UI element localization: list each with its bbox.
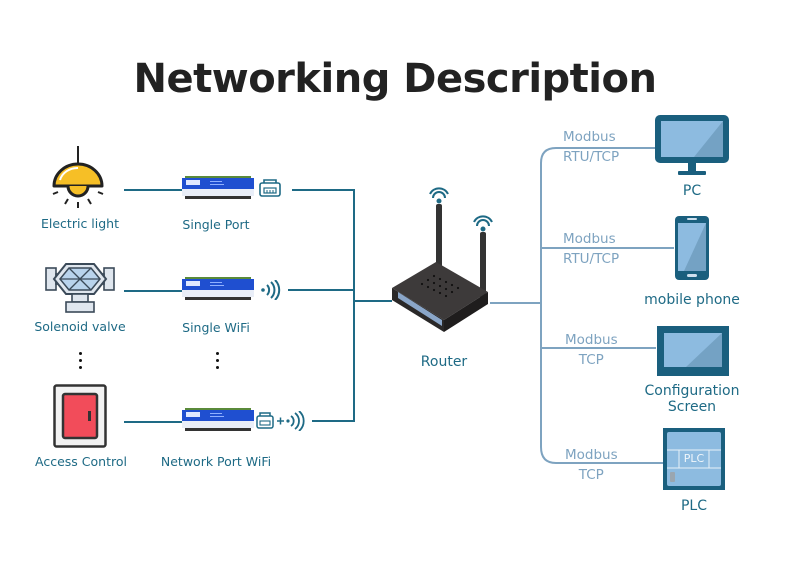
electric-light-label: Electric light — [41, 216, 119, 231]
valve-icon — [45, 263, 115, 313]
plc-label: PLC — [680, 498, 708, 514]
router-device — [388, 180, 500, 340]
plc-protocol-label: Modbus TCP — [565, 447, 618, 483]
ethernet-plus-wifi-icon — [256, 410, 306, 432]
solenoid-valve-device — [44, 262, 116, 316]
configuration-screen-device — [656, 325, 730, 377]
module-single-wifi-label: Single WiFi — [182, 320, 250, 335]
smartphone-icon — [675, 216, 709, 280]
io-module-icon — [182, 176, 254, 199]
router-icon — [392, 187, 493, 332]
pc-protocol-label: Modbus RTU/TCP — [563, 129, 620, 165]
more-devices-ellipsis — [79, 352, 83, 373]
io-module-network-port-wifi — [182, 408, 254, 432]
plc-icon — [663, 428, 725, 490]
screen-protocol-label: Modbus TCP — [565, 332, 618, 368]
monitor-icon — [655, 115, 729, 175]
pc-label: PC — [682, 183, 702, 199]
right-bus — [540, 147, 664, 464]
ethernet-port-icon — [259, 179, 281, 197]
io-module-icon — [182, 408, 254, 431]
pc-device — [654, 114, 732, 180]
solenoid-valve-label: Solenoid valve — [34, 319, 126, 334]
page-title: Networking Description — [133, 56, 657, 102]
touch-screen-icon — [657, 326, 729, 376]
module-network-port-wifi-label: Network Port WiFi — [160, 454, 272, 469]
electric-light-device — [48, 146, 108, 216]
wifi-signal-icon — [260, 279, 282, 301]
io-module-single-port — [182, 176, 254, 200]
access-control-label: Access Control — [35, 454, 127, 469]
module-single-port-label: Single Port — [182, 217, 250, 232]
plc-device: PLC — [663, 428, 725, 492]
door-switch-icon — [53, 384, 107, 448]
plc-device-text: PLC — [683, 452, 705, 465]
phone-protocol-label: Modbus RTU/TCP — [563, 231, 620, 267]
lamp-icon — [52, 146, 104, 208]
configuration-screen-label: Configuration Screen — [644, 383, 740, 415]
router-label: Router — [420, 354, 468, 370]
mobile-phone-label: mobile phone — [644, 292, 740, 308]
io-module-icon — [182, 277, 254, 300]
mobile-phone-device — [674, 215, 710, 281]
access-control-device — [53, 384, 107, 448]
more-modules-ellipsis — [216, 352, 220, 373]
io-module-single-wifi — [182, 277, 254, 301]
